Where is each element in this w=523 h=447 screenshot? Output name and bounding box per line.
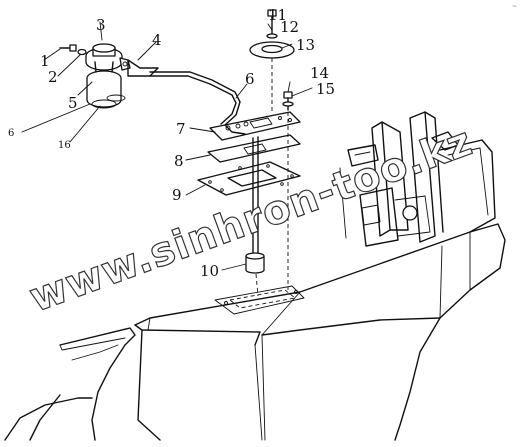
bolt-part14 [283, 91, 293, 111]
screw-part1 [59, 44, 77, 52]
label-11: 11 [268, 6, 287, 24]
ring-part13 [249, 41, 295, 59]
float-part10 [245, 252, 265, 274]
label-15: 15 [316, 80, 335, 98]
label-6-tube: 6 [245, 70, 255, 88]
label-7: 7 [176, 120, 186, 138]
label-13: 13 [296, 36, 315, 54]
label-2: 2 [48, 68, 58, 86]
seal-ring-part9 [197, 161, 301, 196]
label-14: 14 [310, 64, 329, 82]
label-8: 8 [174, 152, 184, 170]
flange-plate-part7 [209, 111, 301, 141]
label-1: 1 [40, 52, 50, 70]
label-5: 5 [68, 94, 78, 112]
sender-tube-part6 [224, 124, 259, 257]
assembly-lines [255, 58, 289, 297]
label-10: 10 [200, 262, 219, 280]
screw-part11 [267, 9, 277, 35]
washer-part2 [77, 48, 87, 56]
cab-structure [339, 111, 496, 247]
sensor-housing-part3 [85, 43, 131, 108]
label-6-gasket: 6 [8, 128, 14, 139]
callout-labels: 1 2 3 4 5 6 6 16 7 8 9 10 11 12 13 14 15 [8, 6, 335, 280]
label-4: 4 [152, 31, 162, 49]
gasket-part16 [91, 94, 126, 109]
label-16: 16 [58, 140, 71, 151]
leader-lines [21, 21, 313, 271]
hood-opening [214, 285, 305, 315]
hood-body [4, 223, 506, 441]
corner-mark: ~ [512, 3, 517, 10]
cable-part4 [127, 59, 241, 126]
label-9: 9 [172, 186, 182, 204]
washer-part15 [282, 101, 294, 107]
washer-part12 [266, 33, 278, 39]
gasket-part8 [207, 134, 301, 163]
label-12: 12 [280, 18, 299, 36]
label-3: 3 [96, 16, 106, 34]
